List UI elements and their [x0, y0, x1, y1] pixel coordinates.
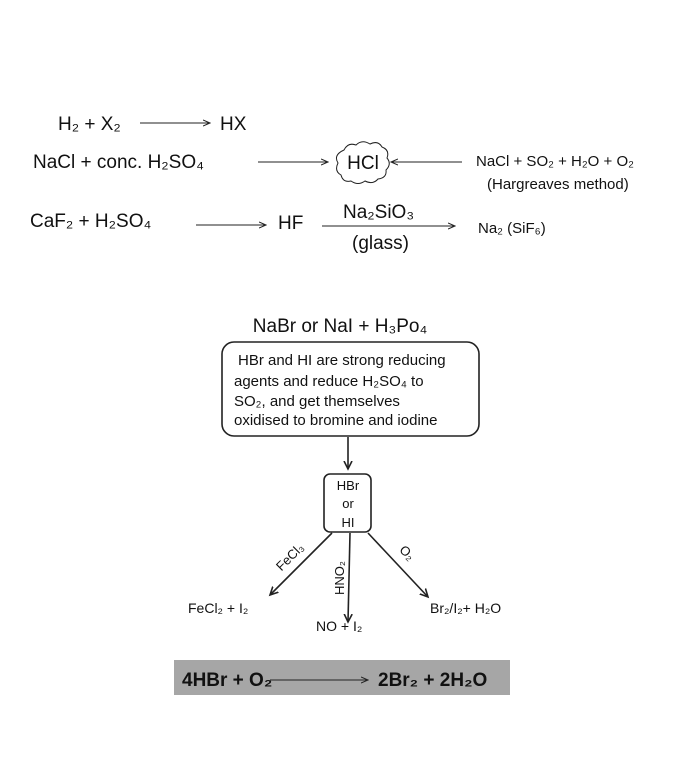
branch-arrow-hno2: [348, 532, 350, 622]
r3-reagent-note: (glass): [352, 233, 409, 254]
r3-reactants: CaF₂ + H₂SO₄: [30, 211, 151, 232]
r3-final: Na₂ (SiF₆): [478, 220, 546, 237]
r2-reactants: NaCl + conc. H₂SO₄: [33, 152, 204, 173]
r3-reagent: Na₂SiO₃: [343, 202, 414, 223]
cloud-shape: [336, 141, 390, 184]
hbr-hi-node: [323, 473, 372, 533]
summary-band: [174, 660, 510, 695]
branch-arrow-fecl3: [270, 532, 333, 595]
branch-reagent: HNO₂: [332, 561, 347, 595]
branch-reagent: O₂: [397, 542, 418, 563]
branch-product: FeCl₂ + I₂: [188, 600, 248, 616]
note-line: HBr and HI are strong reducing: [238, 352, 446, 369]
r1-reactants: H₂ + X₂: [58, 114, 121, 135]
r1-product: HX: [220, 114, 247, 135]
branch-reagent: FeCl₃: [273, 540, 307, 574]
branch-product: NO + I₂: [316, 618, 362, 634]
r2-alt-reactants: NaCl + SO₂ + H₂O + O₂: [476, 153, 634, 170]
branch-arrow-o2: [367, 532, 428, 597]
note-box: [221, 341, 480, 437]
node-line: or: [342, 496, 354, 511]
r2-product: HCl: [347, 153, 379, 174]
note-line: agents and reduce H₂SO₄ to: [234, 373, 424, 390]
summary-reactants: 4HBr + O₂: [182, 670, 272, 691]
note-line: oxidised to bromine and iodine: [234, 412, 437, 429]
branch-product: Br₂/I₂+ H₂O: [430, 600, 501, 616]
summary-products: 2Br₂ + 2H₂O: [378, 670, 487, 691]
r2-alt-method: (Hargreaves method): [487, 176, 629, 193]
node-line: HBr: [337, 478, 360, 493]
hbr-hi-title: NaBr or NaI + H₃Po₄: [253, 316, 428, 337]
r3-product: HF: [278, 213, 303, 234]
note-line: SO₂, and get themselves: [234, 393, 400, 410]
node-line: HI: [342, 515, 355, 530]
